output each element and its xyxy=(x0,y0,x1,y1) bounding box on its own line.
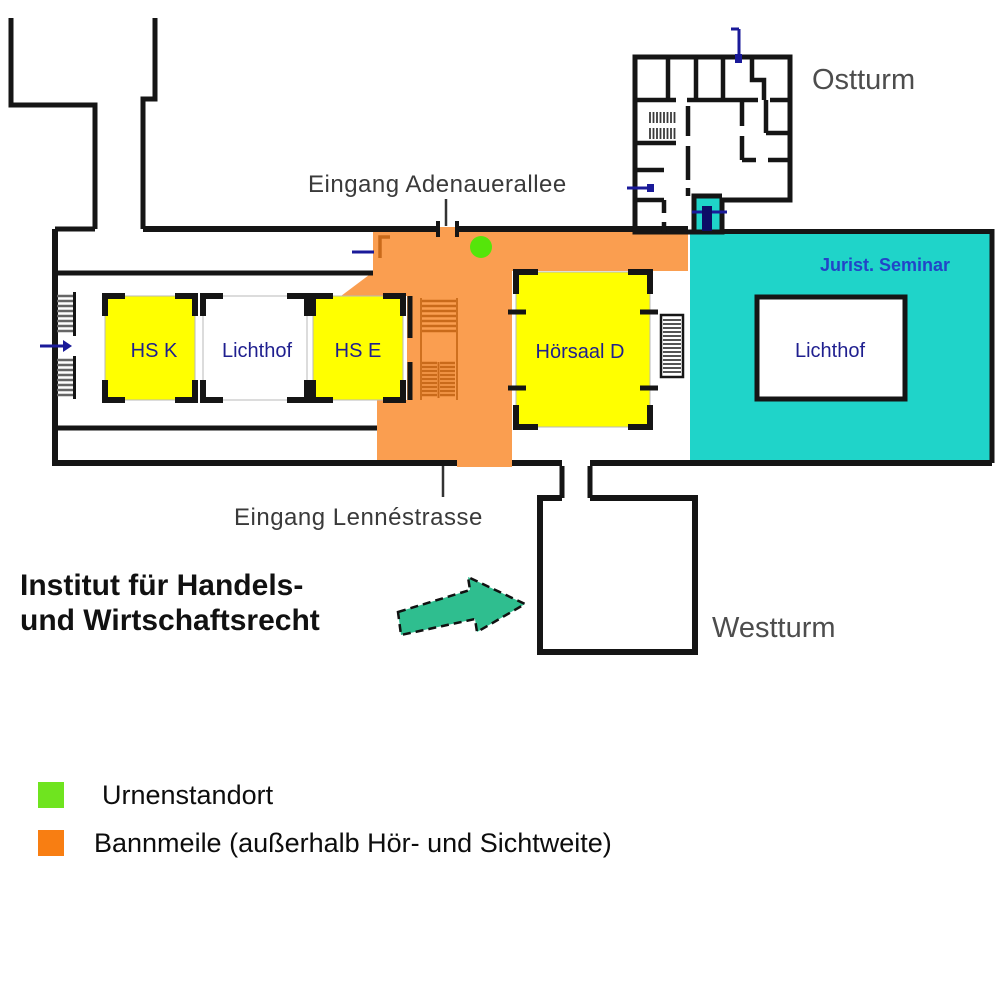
label-lichthof-west: Lichthof xyxy=(221,340,293,362)
institut-arrow xyxy=(396,574,528,637)
label-hoersaal-d: Hörsaal D xyxy=(535,341,625,363)
label-lichthof-seminar: Lichthof xyxy=(794,340,866,362)
floorplan-map xyxy=(8,18,995,655)
label-hs-k: HS K xyxy=(130,340,178,362)
door-markers xyxy=(352,27,742,254)
room-hoersaal-d xyxy=(508,269,658,430)
legend-label-bannmeile: Bannmeile (außerhalb Hör- und Sichtweite… xyxy=(94,828,612,858)
entrance-pointers xyxy=(441,199,448,497)
legend-item-urnenstandort: Urnenstandort xyxy=(38,780,274,810)
label-jurist-seminar: Jurist. Seminar xyxy=(820,255,951,275)
bannmeile-area xyxy=(341,227,688,467)
central-staircase xyxy=(378,235,458,400)
label-institut-line1: Institut für Handels- xyxy=(20,569,304,602)
room-lichthof-seminar xyxy=(754,294,908,402)
room-hs-e xyxy=(310,293,406,403)
label-westturm: Westturm xyxy=(712,612,836,644)
legend-item-bannmeile: Bannmeile (außerhalb Hör- und Sichtweite… xyxy=(38,828,612,858)
label-hs-e: HS E xyxy=(334,340,382,362)
label-ostturm: Ostturm xyxy=(812,64,916,96)
label-institut: Institut für Handels- und Wirtschaftsrec… xyxy=(20,568,320,638)
bannmeile-swatch xyxy=(38,830,64,856)
ostturm-staircase xyxy=(649,112,676,139)
room-hs-k xyxy=(102,293,198,403)
urnenstandort-swatch xyxy=(38,782,64,808)
room-lichthof-west xyxy=(200,293,310,403)
westturm-outline xyxy=(537,466,698,655)
ostturm-plan xyxy=(632,54,793,235)
legend-label-urnenstandort: Urnenstandort xyxy=(102,780,274,810)
hoersaal-d-staircase xyxy=(659,313,685,379)
label-eingang-adenauerallee: Eingang Adenauerallee xyxy=(308,171,567,198)
urn-location-dot xyxy=(470,236,492,258)
label-eingang-lennestrasse: Eingang Lennéstrasse xyxy=(234,504,483,531)
label-institut-line2: und Wirtschaftsrecht xyxy=(20,604,320,637)
west-edge-staircase xyxy=(40,292,76,399)
